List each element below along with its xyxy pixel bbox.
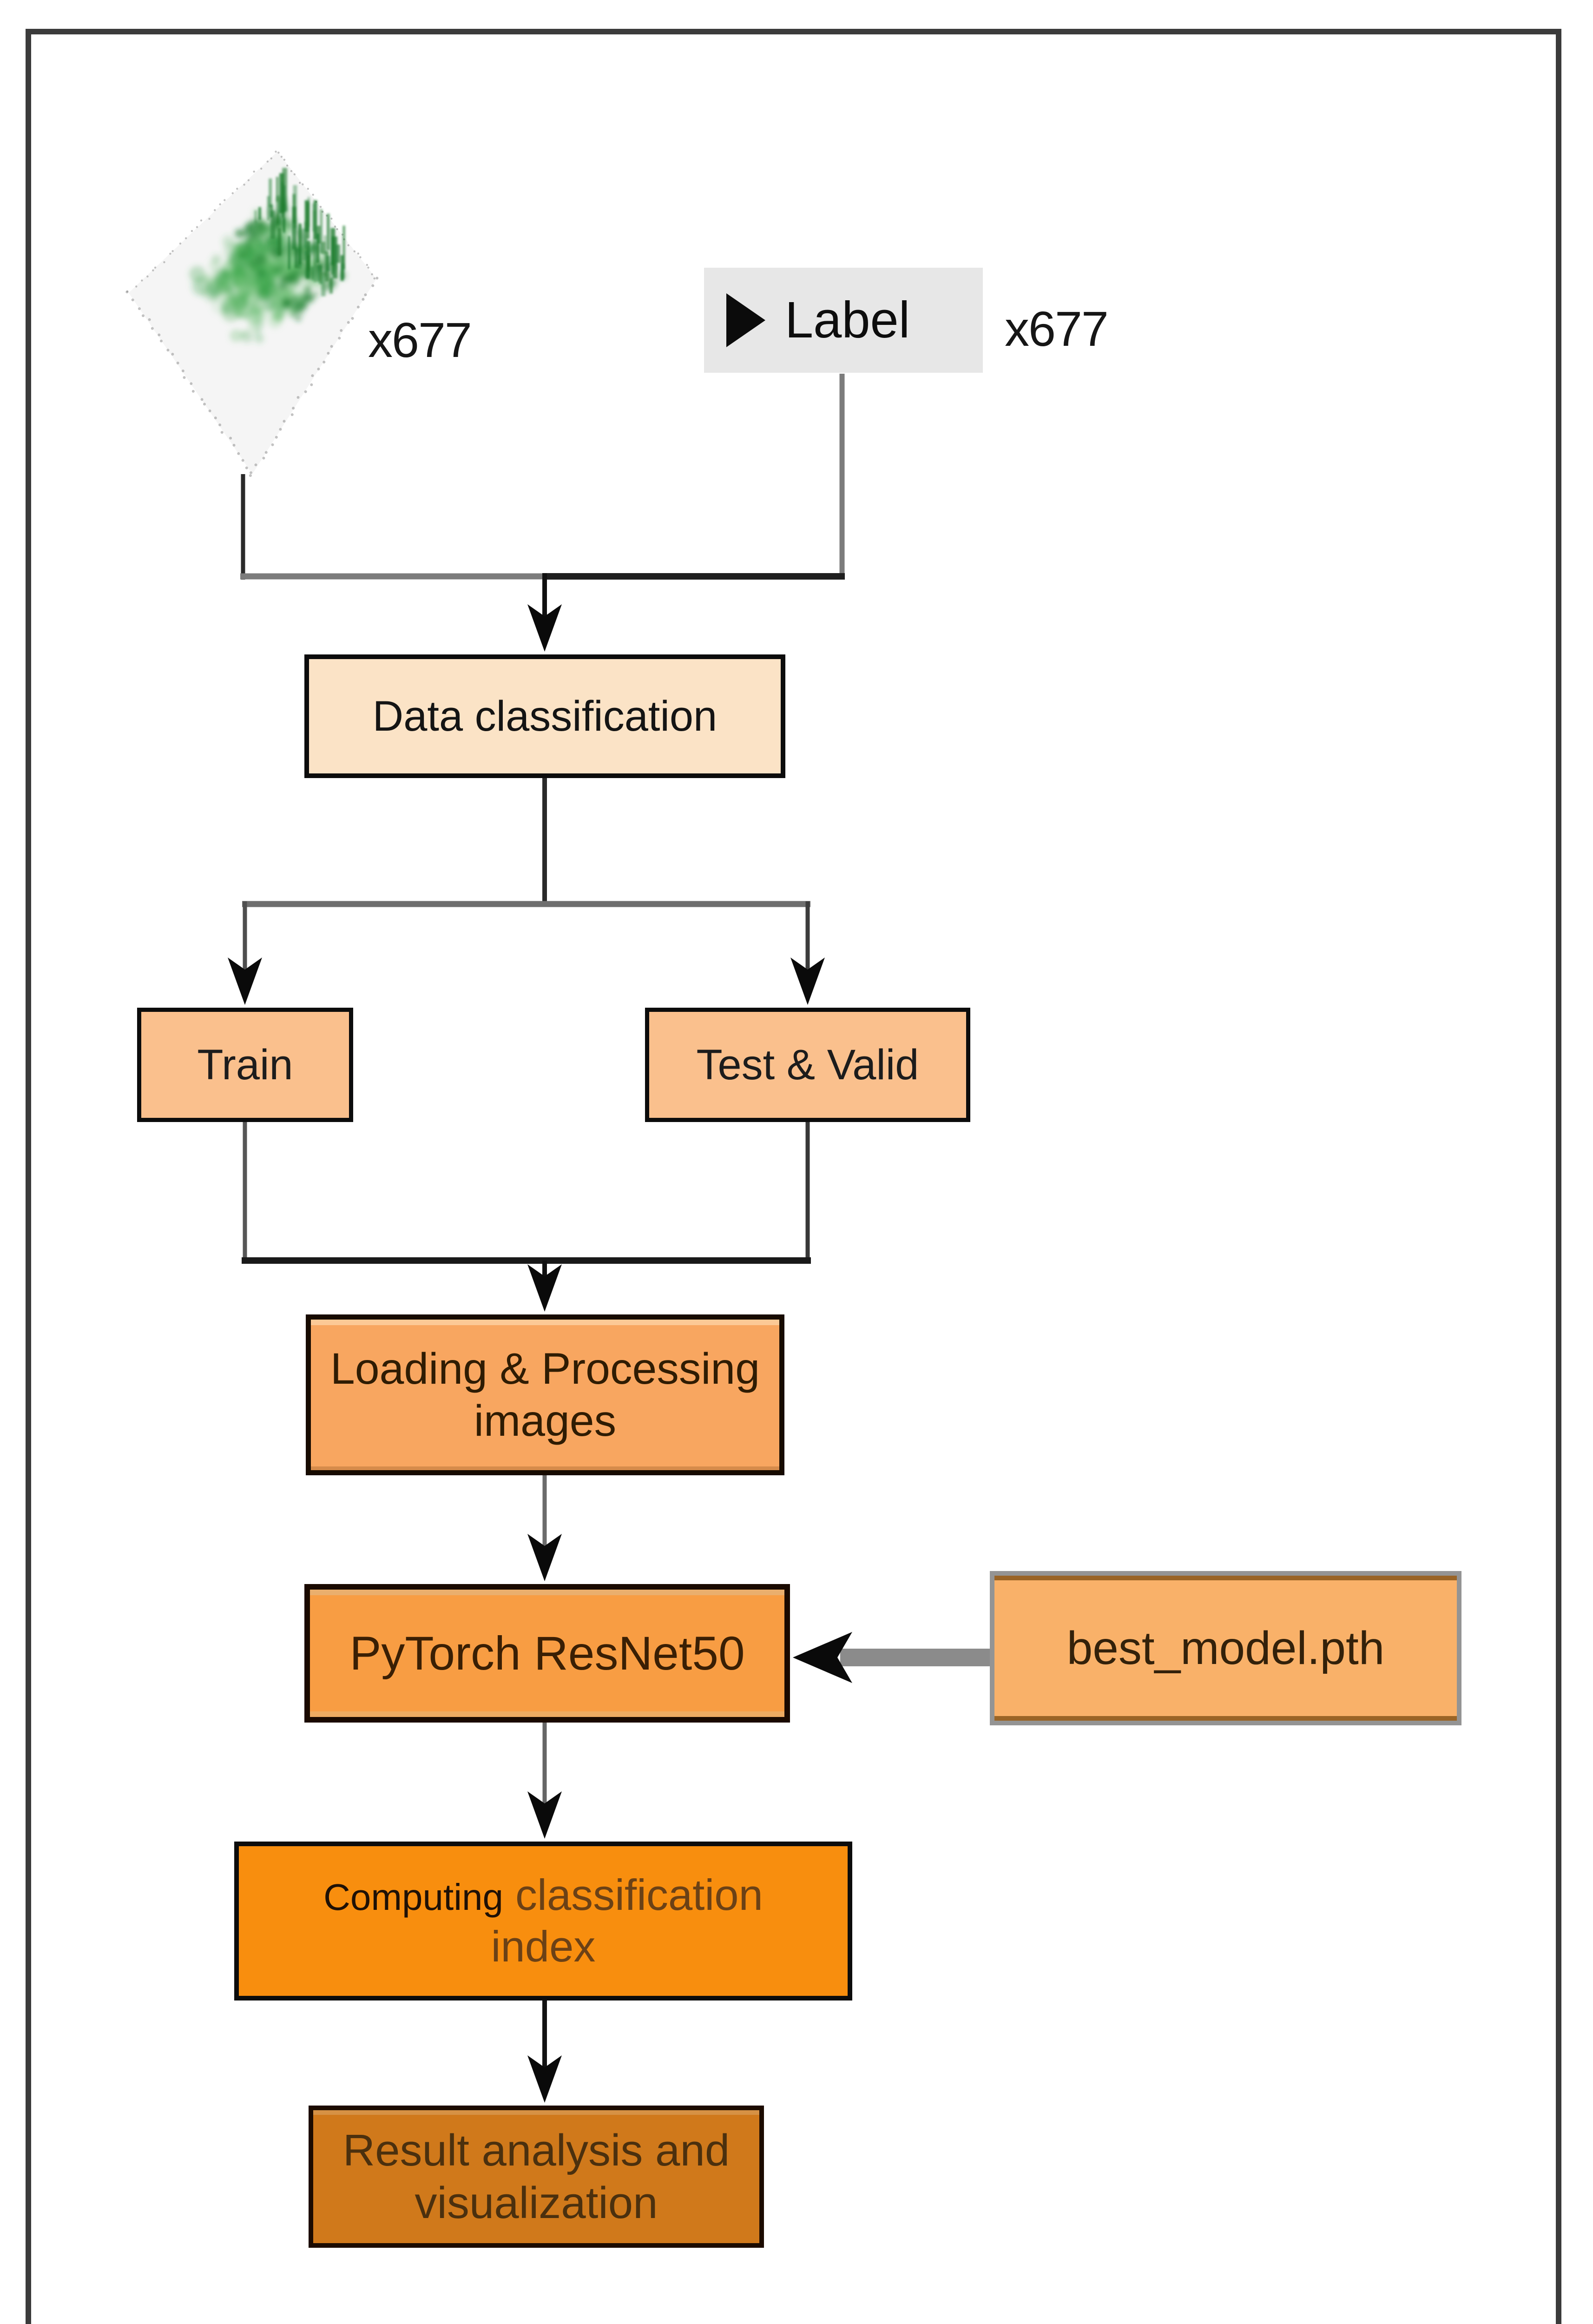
node-best-model-label: best_model.pth (1066, 1622, 1385, 1674)
outer-border (26, 29, 1561, 2324)
node-data-classification: Data classification (304, 654, 785, 778)
arrowhead-into-test (790, 957, 825, 1005)
volume-plot-container (105, 139, 393, 502)
arrowhead-into-pytorch-right (793, 1632, 852, 1683)
label-count-label: x677 (1005, 302, 1109, 357)
node-loading-processing: Loading & Processing images (306, 1314, 784, 1475)
label-source-text: Label (785, 291, 910, 349)
node-result-line1: Result analysis and (342, 2125, 730, 2175)
play-icon (726, 293, 765, 347)
node-computing-rest: classification (515, 1870, 763, 1920)
node-train-label: Train (197, 1041, 293, 1089)
node-pytorch-label: PyTorch ResNet50 (349, 1626, 745, 1680)
node-test-valid: Test & Valid (645, 1008, 970, 1122)
node-data-classification-label: Data classification (372, 692, 718, 740)
node-computing-line2: index (491, 1922, 596, 1971)
dataset-count-label: x677 (368, 313, 472, 368)
arrowhead-into-train (228, 957, 262, 1005)
volume-3d-plot (125, 151, 379, 477)
node-test-valid-label: Test & Valid (696, 1041, 919, 1089)
node-result-analysis: Result analysis and visualization (309, 2106, 764, 2248)
node-result-line2: visualization (415, 2178, 658, 2228)
arrowhead-into-data (527, 604, 562, 652)
node-loading-line2: images (474, 1396, 617, 1446)
label-source-box: Label (704, 268, 983, 373)
node-computing-line1: Computing classification (323, 1869, 763, 1921)
node-pytorch-resnet50: PyTorch ResNet50 (304, 1584, 790, 1723)
arrowhead-into-pytorch (527, 1534, 562, 1581)
node-train: Train (137, 1008, 353, 1122)
arrowhead-into-result (527, 2055, 562, 2103)
node-computing-index: Computing classification index (234, 1842, 852, 2000)
arrowhead-into-loading (527, 1264, 562, 1312)
node-loading-line1: Loading & Processing (330, 1344, 760, 1393)
arrowhead-into-computing (527, 1791, 562, 1839)
node-best-model: best_model.pth (990, 1571, 1461, 1725)
node-computing-prefix: Computing (323, 1876, 503, 1918)
